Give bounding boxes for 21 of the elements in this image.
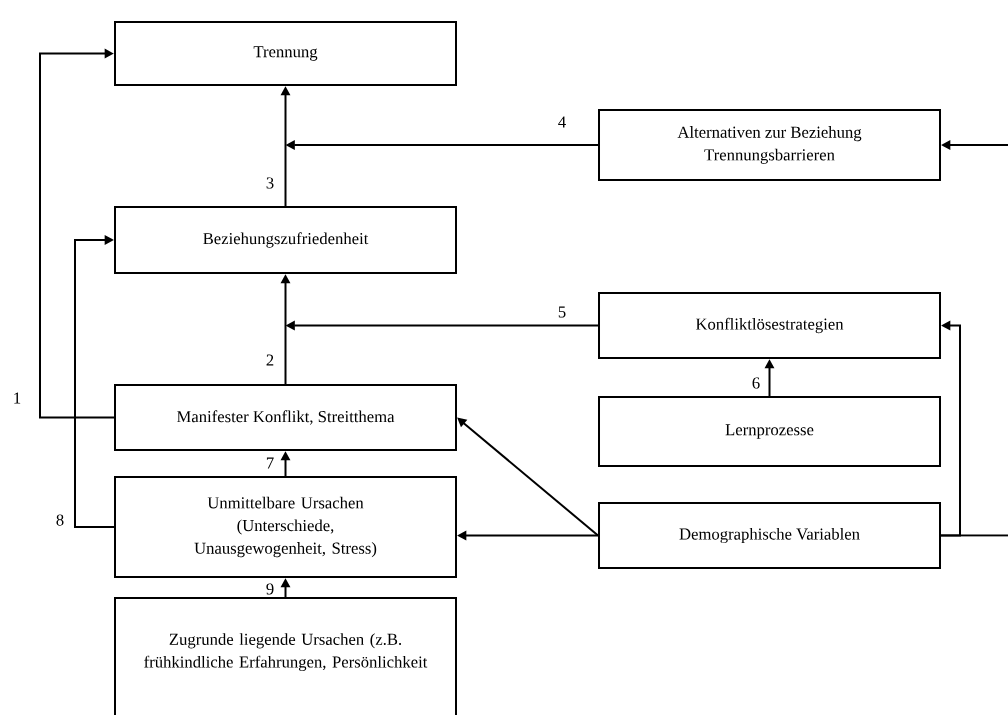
edge-label: 1 — [14, 392, 21, 404]
edge-label: 2 — [266, 354, 274, 366]
process-box: Unmittelbare Ursachen (Unterschiede, Unausgewogenheit, Stress) — [114, 476, 457, 578]
process-box: Beziehungszufriedenheit — [114, 206, 457, 274]
process-box: Konfliktlösestrategien — [598, 292, 941, 359]
process-box: Lernprozesse — [598, 396, 941, 467]
arrow — [457, 417, 599, 537]
edge-label: 3 — [266, 177, 274, 189]
process-box: Trennung — [114, 21, 457, 86]
edge-label: 5 — [558, 306, 566, 318]
edge-label: 7 — [266, 457, 274, 469]
edge-label: 8 — [56, 514, 64, 526]
arrow — [74, 235, 115, 528]
edge-label: 9 — [266, 583, 274, 595]
arrow — [39, 48, 115, 419]
process-box: Manifester Konflikt, Streitthema — [114, 384, 457, 451]
edge-label: 4 — [558, 116, 566, 128]
process-box: Alternativen zur Beziehung Trennungsbarrieren — [598, 109, 941, 181]
process-box: Zugrunde liegende Ursachen (z.B. frühkindliche Erfahrungen, Persönlichkeit — [114, 597, 457, 715]
process-box: Demographische Variablen — [598, 502, 941, 569]
edge-label: 6 — [752, 377, 760, 389]
